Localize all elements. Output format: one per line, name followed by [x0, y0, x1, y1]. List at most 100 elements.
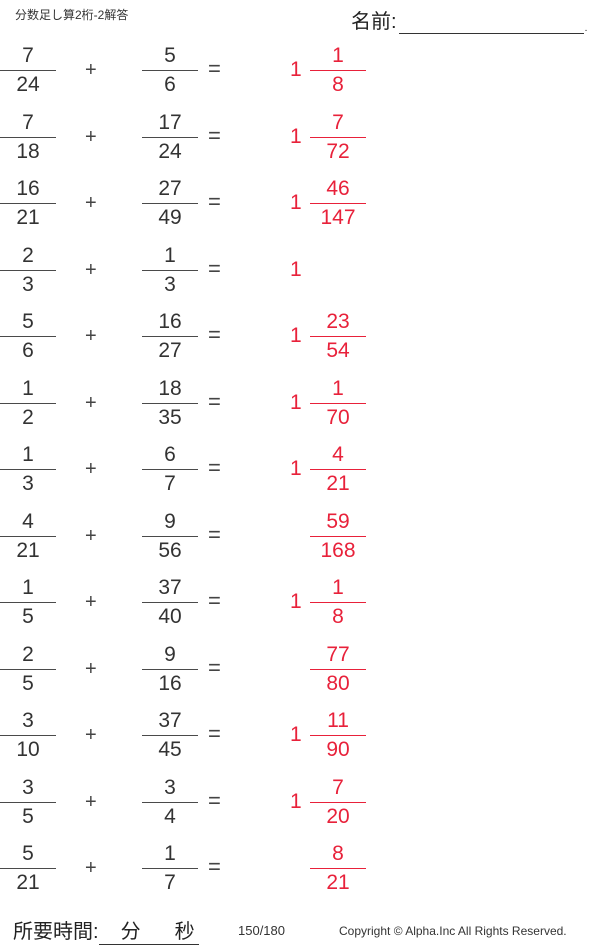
- fraction-bar: [310, 336, 366, 337]
- denominator: 5: [22, 804, 34, 828]
- fraction-bar: [310, 602, 366, 603]
- problem-row: 2 3 + 1 3 =1: [0, 241, 600, 301]
- equals-sign: =: [208, 122, 221, 148]
- numerator: 7: [332, 775, 344, 799]
- denominator: 90: [326, 738, 350, 761]
- denominator: 70: [326, 405, 350, 429]
- numerator: 3: [22, 709, 34, 732]
- denominator: 3: [22, 272, 34, 296]
- numerator: 16: [16, 177, 40, 200]
- problem-row: 1 2 + 18 35 =1 1 70: [0, 374, 600, 434]
- denominator: 21: [16, 206, 40, 229]
- numerator: 16: [158, 310, 182, 333]
- fraction-bar: [310, 402, 366, 404]
- fraction-bar: [310, 668, 366, 670]
- equals-sign: =: [208, 255, 221, 281]
- problem-row: 5 6 + 16 27 =1 23 54: [0, 307, 600, 367]
- denominator: 3: [164, 272, 176, 296]
- numerator: 7: [22, 110, 34, 134]
- denominator: 45: [158, 738, 182, 761]
- answer-whole: 1: [290, 257, 302, 281]
- plus-sign: +: [85, 59, 97, 81]
- equals-sign: =: [208, 56, 221, 81]
- fraction-bar: [310, 469, 366, 470]
- problem-row: 2 5 + 9 16 = 77 80: [0, 640, 600, 700]
- denominator: 8: [332, 73, 344, 96]
- denominator: 8: [332, 605, 344, 628]
- equals-sign: =: [208, 189, 221, 214]
- worksheet-title: 分数足し算2桁-2解答: [15, 8, 129, 22]
- denominator: 72: [326, 139, 350, 163]
- plus-sign: +: [85, 325, 97, 347]
- denominator: 20: [326, 804, 350, 828]
- numerator: 37: [158, 709, 182, 732]
- name-area: 名前: .: [351, 5, 587, 34]
- fraction-bar: [0, 469, 56, 470]
- numerator: 9: [164, 509, 176, 533]
- answer-whole: 1: [290, 390, 302, 414]
- fraction-bar: [0, 868, 56, 869]
- fraction-bar: [310, 203, 366, 204]
- denominator: 21: [16, 871, 40, 894]
- denominator: 21: [326, 472, 350, 495]
- fraction-bar: [142, 402, 198, 404]
- fraction-bar: [0, 203, 56, 204]
- name-dot: .: [584, 23, 588, 34]
- numerator: 9: [164, 642, 176, 666]
- fraction-bar: [0, 735, 56, 736]
- numerator: 5: [164, 44, 176, 67]
- fraction-bar: [310, 70, 366, 71]
- fraction-bar: [0, 801, 56, 803]
- numerator: 5: [22, 842, 34, 865]
- fraction-bar: [0, 70, 56, 71]
- numerator: 46: [326, 177, 350, 200]
- denominator: 6: [164, 73, 176, 96]
- plus-sign: +: [85, 857, 97, 879]
- equals-sign: =: [208, 521, 221, 547]
- fraction-bar: [142, 535, 198, 537]
- denominator: 80: [326, 671, 350, 695]
- equals-sign: =: [208, 721, 221, 746]
- time-label: 所要時間:: [13, 921, 99, 943]
- numerator: 4: [332, 443, 344, 466]
- time-field[interactable]: 分秒: [98, 915, 199, 945]
- plus-sign: +: [85, 258, 97, 281]
- denominator: 4: [164, 804, 176, 828]
- denominator: 49: [158, 206, 182, 229]
- denominator: 7: [164, 871, 176, 894]
- fraction-bar: [0, 535, 56, 537]
- fraction-bar: [310, 535, 366, 537]
- numerator: 1: [332, 44, 344, 67]
- denominator: 24: [158, 139, 182, 163]
- numerator: 37: [158, 576, 182, 599]
- problem-row: 7 18 + 17 24 =1 7 72: [0, 108, 600, 168]
- seconds-unit: 秒: [174, 921, 195, 943]
- denominator: 2: [22, 405, 34, 429]
- numerator: 1: [22, 376, 34, 400]
- numerator: 2: [22, 642, 34, 666]
- fraction-bar: [0, 668, 56, 670]
- answer-whole: 1: [290, 590, 302, 613]
- plus-sign: +: [85, 125, 97, 148]
- problem-row: 7 24 + 5 6 =1 1 8: [0, 41, 600, 101]
- plus-sign: +: [85, 790, 97, 813]
- fraction-bar: [142, 136, 198, 138]
- denominator: 24: [16, 73, 40, 96]
- numerator: 27: [158, 177, 182, 200]
- numerator: 18: [158, 376, 182, 400]
- fraction-bar: [310, 801, 366, 803]
- problem-row: 16 21 + 27 49 =1 46 147: [0, 174, 600, 234]
- problem-row: 1 5 + 37 40 =1 1 8: [0, 573, 600, 633]
- denominator: 5: [22, 671, 34, 695]
- copyright: Copyright © Alpha.Inc All Rights Reserve…: [339, 924, 567, 938]
- denominator: 54: [326, 339, 350, 362]
- name-field[interactable]: [398, 13, 584, 34]
- problem-row: 3 10 + 37 45 =1 11 90: [0, 706, 600, 766]
- denominator: 6: [22, 339, 34, 362]
- numerator: 17: [158, 110, 182, 134]
- denominator: 16: [158, 671, 182, 695]
- minutes-unit: 分: [120, 921, 141, 943]
- fraction-bar: [142, 602, 198, 603]
- fraction-bar: [310, 735, 366, 736]
- numerator: 7: [332, 110, 344, 134]
